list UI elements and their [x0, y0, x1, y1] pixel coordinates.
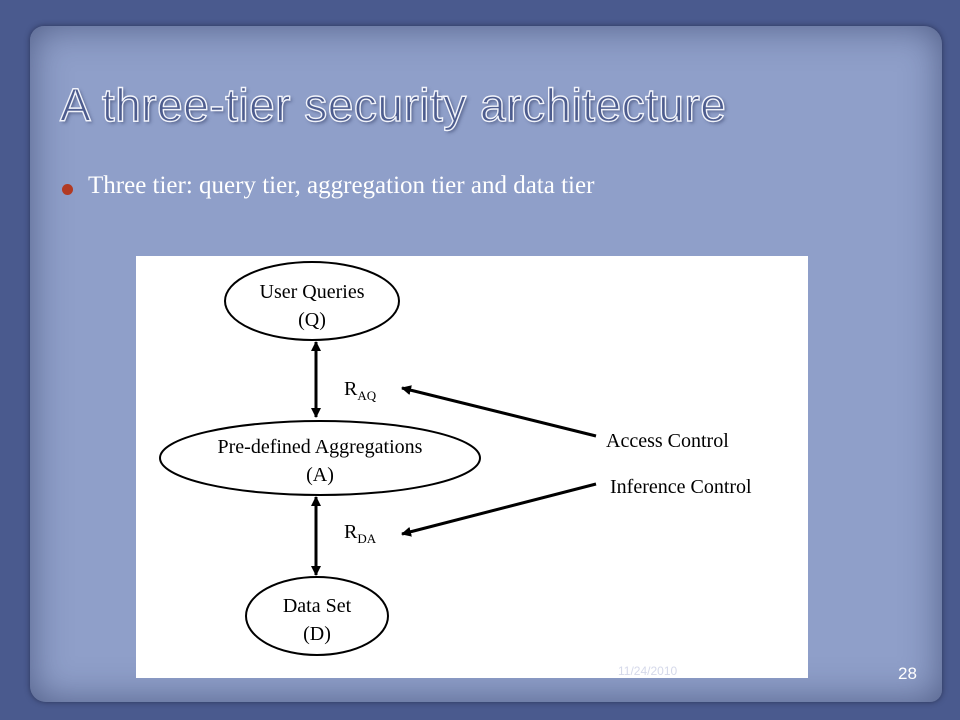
node-aggregations-label: Pre-defined Aggregations [218, 436, 423, 458]
relation-raq-label: RAQ [344, 378, 377, 403]
node-user-queries: User Queries (Q) [224, 261, 400, 341]
relation-rda-label: RDA [344, 521, 377, 546]
inference-control-label: Inference Control [610, 476, 752, 498]
node-aggregations: Pre-defined Aggregations (A) [159, 420, 481, 496]
page-number: 28 [898, 664, 917, 683]
bullet-text: Three tier: query tier, aggregation tier… [88, 172, 595, 199]
node-user-queries-symbol: (Q) [298, 309, 326, 331]
bullet-dot-icon [62, 184, 73, 195]
access-control-label: Access Control [606, 430, 729, 452]
node-aggregations-symbol: (A) [306, 464, 334, 486]
slide-date: 11/24/2010 [618, 664, 678, 678]
architecture-diagram: User Queries (Q) Pre-defined Aggregation… [136, 256, 808, 678]
arrow-inference-control [401, 482, 597, 537]
node-user-queries-label: User Queries [260, 281, 365, 303]
node-data-set-symbol: (D) [303, 623, 331, 645]
slide-title: A three-tier security architecture [59, 78, 727, 131]
node-data-set-label: Data Set [283, 595, 352, 617]
node-data-set: Data Set (D) [245, 576, 389, 656]
bullet-item: Three tier: query tier, aggregation tier… [62, 172, 922, 206]
arrow-access-control [401, 385, 597, 438]
